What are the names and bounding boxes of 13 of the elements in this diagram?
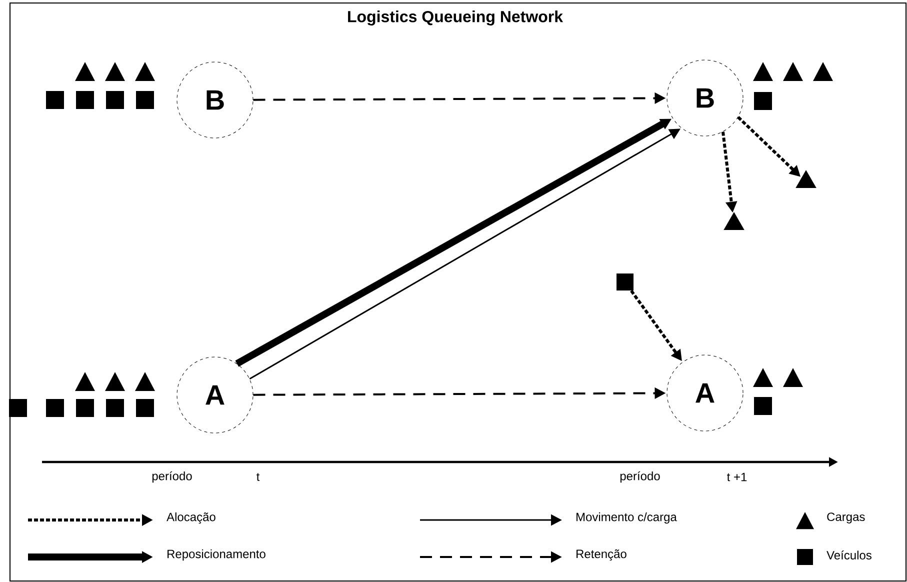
axis-label: período <box>152 471 192 483</box>
axis-label: t <box>256 473 260 481</box>
cargo-icon <box>796 170 816 188</box>
title: Logistics Queueing Network <box>348 10 564 26</box>
legend-label: Veículos <box>826 550 872 560</box>
legend-label: Reposicionamento <box>168 549 266 561</box>
legend-label: Retenção <box>576 549 626 561</box>
vehicle-icon <box>616 274 634 290</box>
axis-label: t +1 <box>727 472 747 482</box>
legend-label: Alocação <box>166 512 216 524</box>
legend-label: Cargas <box>827 512 865 524</box>
legend-label: Movimento c/carga <box>576 512 677 524</box>
axis-label: período <box>620 471 660 483</box>
